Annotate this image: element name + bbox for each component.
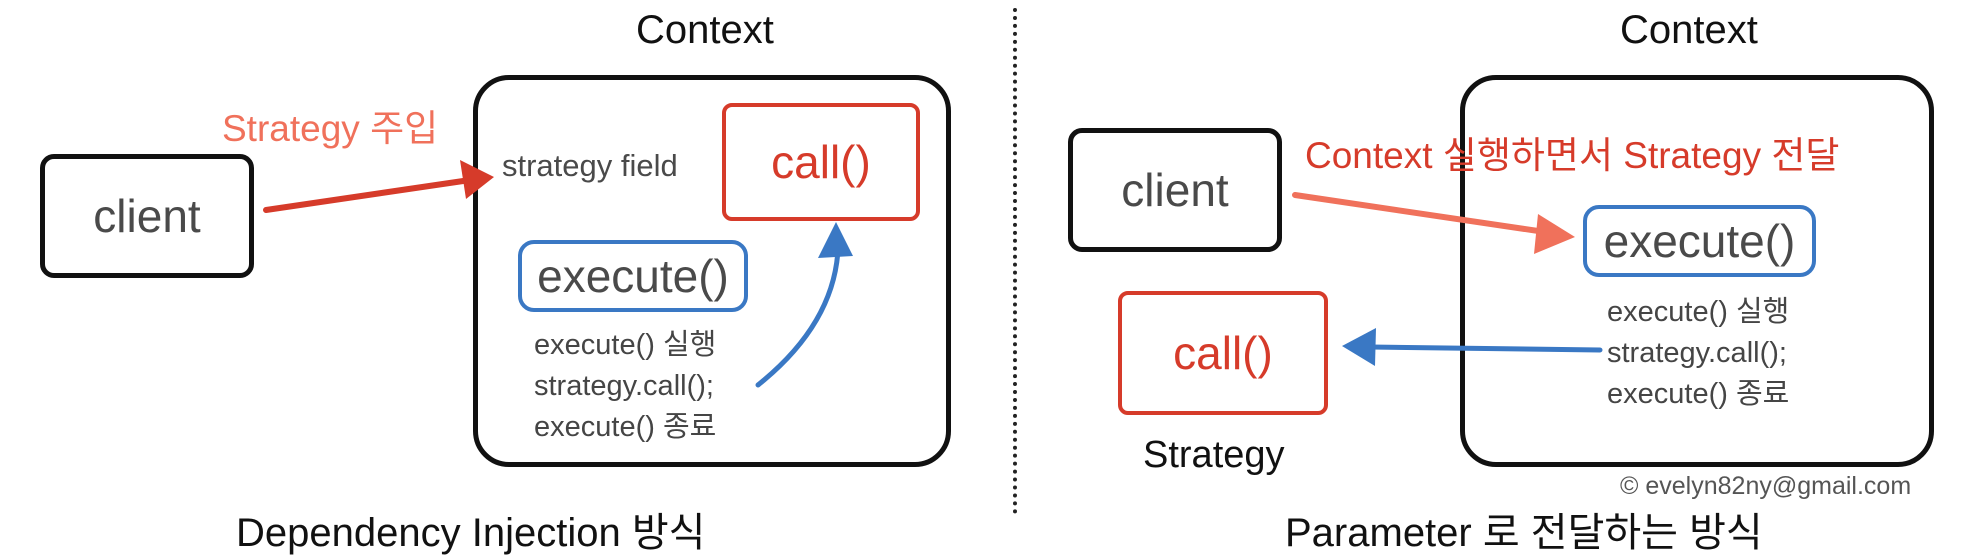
left-client-box: client xyxy=(40,154,254,278)
left-code-line-1: execute() 실행 xyxy=(534,329,717,361)
right-caption: Parameter 로 전달하는 방식 xyxy=(1285,511,1763,555)
left-call-box: call() xyxy=(722,103,920,221)
right-client-label: client xyxy=(1121,164,1229,216)
left-code-block: execute() 실행 strategy.call(); execute() … xyxy=(534,325,716,448)
call-arrow-right xyxy=(1342,328,1603,366)
divider-line xyxy=(1013,8,1017,514)
left-caption: Dependency Injection 방식 xyxy=(236,511,706,555)
right-context-title: Context xyxy=(1620,8,1758,52)
right-client-box: client xyxy=(1068,128,1282,252)
right-code-line-1: execute() 실행 xyxy=(1607,296,1790,328)
right-execute-box: execute() xyxy=(1583,205,1816,277)
left-code-line-2: strategy.call(); xyxy=(534,370,714,402)
inject-arrow xyxy=(263,160,494,213)
right-code-block: execute() 실행 strategy.call(); execute() … xyxy=(1607,292,1789,415)
strategy-label: Strategy xyxy=(1143,434,1285,476)
context-pass-strategy-label: Context 실행하면서 Strategy 전달 xyxy=(1305,135,1840,176)
strategy-inject-label: Strategy 주입 xyxy=(222,108,439,149)
left-execute-label: execute() xyxy=(537,250,729,302)
left-call-label: call() xyxy=(771,136,871,188)
right-call-box: call() xyxy=(1118,291,1328,415)
right-call-label: call() xyxy=(1173,327,1273,379)
copyright-text: © evelyn82ny@gmail.com xyxy=(1620,472,1912,500)
left-execute-box: execute() xyxy=(518,240,748,312)
left-client-label: client xyxy=(93,190,201,242)
pass-strategy-arrow xyxy=(1292,192,1575,254)
call-arrow-left xyxy=(755,222,853,388)
left-code-line-3: execute() 종료 xyxy=(534,411,717,443)
left-context-title: Context xyxy=(636,8,774,52)
right-code-line-3: execute() 종료 xyxy=(1607,378,1790,410)
right-execute-label: execute() xyxy=(1603,215,1796,267)
right-code-line-2: strategy.call(); xyxy=(1607,337,1787,369)
strategy-field-label: strategy field xyxy=(502,148,678,183)
